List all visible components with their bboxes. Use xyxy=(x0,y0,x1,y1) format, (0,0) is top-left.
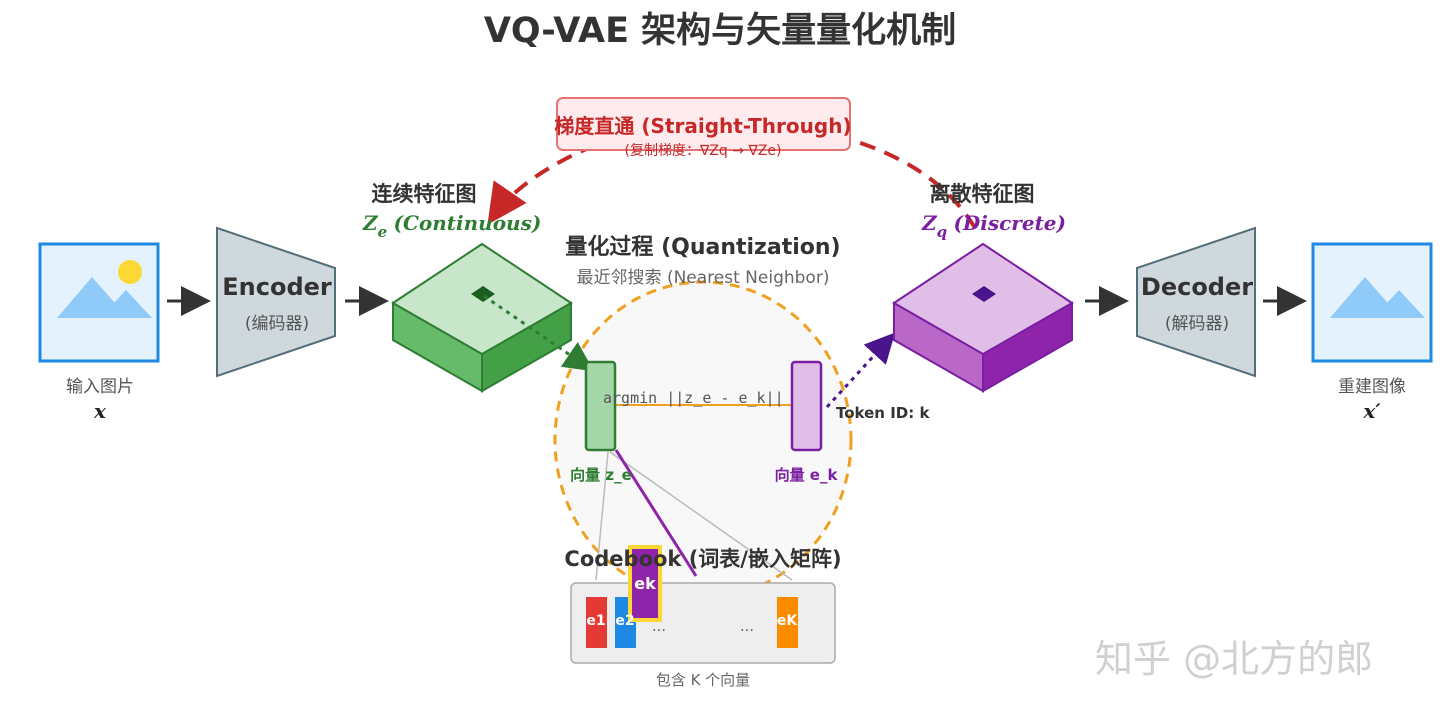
vector-ek-label: 向量 e_k xyxy=(774,466,838,484)
vector-ze xyxy=(584,360,617,452)
discrete-title: 离散特征图 xyxy=(929,182,1035,206)
discrete-label: Zq (Discrete) xyxy=(922,211,1066,241)
continuous-title: 连续特征图 xyxy=(371,182,477,206)
encoder-block xyxy=(216,226,336,378)
decoder-sub: (解码器) xyxy=(1164,314,1230,334)
input-image-icon xyxy=(38,242,160,363)
encoder-name: Encoder xyxy=(222,273,332,301)
continuous-label: Ze (Continuous) xyxy=(363,211,542,241)
codebook-e2-label: e2 xyxy=(615,613,635,629)
discrete-symbol: Z xyxy=(922,211,937,235)
codebook-title: Codebook (词表/嵌入矩阵) xyxy=(564,547,842,571)
output-image-icon xyxy=(1311,242,1433,363)
token-label: Token ID: k xyxy=(836,404,930,422)
codebook-ellipsis-1: … xyxy=(652,619,666,635)
codebook-selected-label: ek xyxy=(634,574,656,593)
codebook-ek-selected xyxy=(628,545,662,622)
discrete-desc: (Discrete) xyxy=(953,211,1066,235)
watermark: 知乎 @北方的郎 xyxy=(1095,637,1374,681)
straight-through-desc: (复制梯度：∇Zq → ∇Ze) xyxy=(624,143,782,159)
formula: argmin ||z_e - e_k|| xyxy=(603,389,784,407)
continuous-desc: (Continuous) xyxy=(393,211,542,235)
output-symbol: x′ xyxy=(1363,399,1381,423)
codebook-ellipsis-2: … xyxy=(740,619,754,635)
discrete-feature-map xyxy=(892,242,1074,393)
discrete-subscript: q xyxy=(936,223,948,241)
continuous-feature-map xyxy=(391,242,573,393)
quantization-subtitle: 最近邻搜索 (Nearest Neighbor) xyxy=(576,268,830,288)
decoder-block xyxy=(1136,226,1256,378)
vector-ze-label: 向量 z_e xyxy=(570,466,632,484)
arrow-ze-vector xyxy=(483,294,594,372)
codebook-e1-label: e1 xyxy=(586,613,606,629)
input-label: 输入图片 xyxy=(66,377,134,397)
continuous-symbol: Z xyxy=(363,211,378,235)
output-label: 重建图像 xyxy=(1338,377,1406,397)
codebook-eK-label: eK xyxy=(776,613,798,629)
straight-through-title: 梯度直通 (Straight-Through) xyxy=(554,114,852,138)
codebook-e1 xyxy=(586,597,607,648)
vector-ek xyxy=(790,360,823,452)
selection-line xyxy=(614,449,698,577)
continuous-subscript: e xyxy=(377,223,388,241)
codebook-caption: 包含 K 个向量 xyxy=(655,671,751,689)
decoder-name: Decoder xyxy=(1140,273,1254,301)
page-title: VQ-VAE 架构与矢量量化机制 xyxy=(483,11,957,51)
straight-through-box xyxy=(556,97,851,151)
input-symbol: x xyxy=(94,399,106,423)
encoder-sub: (编码器) xyxy=(244,314,310,334)
quantization-title: 量化过程 (Quantization) xyxy=(565,235,841,260)
arrow-ek-discrete xyxy=(825,332,896,409)
codebook-eK xyxy=(777,597,798,648)
